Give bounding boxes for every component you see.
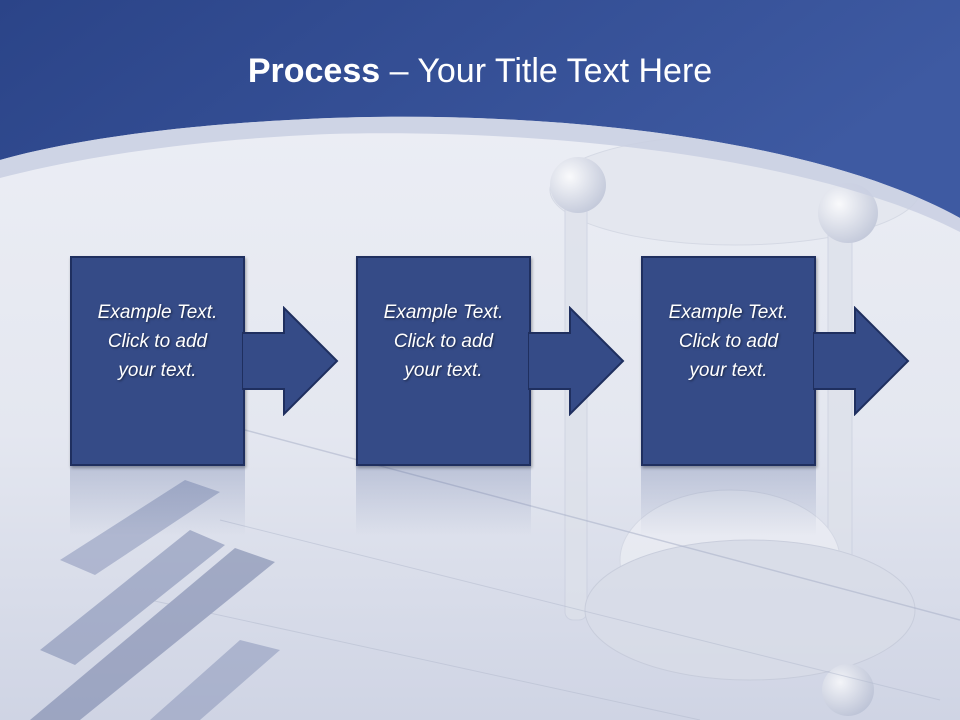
process-box-text[interactable]: Example Text. Click to add your text. bbox=[663, 298, 795, 385]
box-line-3: your text. bbox=[404, 359, 483, 381]
process-box[interactable]: Example Text. Click to add your text. bbox=[356, 256, 531, 466]
box-line-3: your text. bbox=[118, 359, 197, 381]
box-reflection bbox=[70, 466, 245, 536]
process-step-1[interactable]: Example Text. Click to add your text. bbox=[70, 256, 339, 466]
process-box-text[interactable]: Example Text. Click to add your text. bbox=[378, 298, 510, 385]
box-line-3: your text. bbox=[689, 359, 768, 381]
slide-title[interactable]: Process – Your Title Text Here bbox=[0, 52, 960, 91]
process-box[interactable]: Example Text. Click to add your text. bbox=[70, 256, 245, 466]
right-arrow-icon bbox=[242, 306, 339, 416]
title-rest-text: – Your Title Text Here bbox=[380, 52, 713, 90]
process-step-2[interactable]: Example Text. Click to add your text. bbox=[356, 256, 625, 466]
process-box[interactable]: Example Text. Click to add your text. bbox=[641, 256, 816, 466]
box-line-1: Example Text. bbox=[668, 301, 789, 323]
box-reflection bbox=[356, 466, 531, 536]
process-box-text[interactable]: Example Text. Click to add your text. bbox=[92, 298, 224, 385]
hourglass-image bbox=[549, 134, 921, 716]
right-arrow-icon bbox=[528, 306, 625, 416]
box-reflection bbox=[641, 466, 816, 536]
bar-chart-paper-image bbox=[30, 429, 960, 720]
box-line-1: Example Text. bbox=[97, 301, 218, 323]
title-bold-text: Process bbox=[247, 52, 381, 90]
box-line-1: Example Text. bbox=[383, 301, 504, 323]
right-arrow-icon bbox=[813, 306, 910, 416]
box-line-2: Click to add bbox=[107, 330, 208, 352]
box-line-2: Click to add bbox=[678, 330, 779, 352]
box-line-2: Click to add bbox=[393, 330, 494, 352]
process-step-3[interactable]: Example Text. Click to add your text. bbox=[641, 256, 910, 466]
